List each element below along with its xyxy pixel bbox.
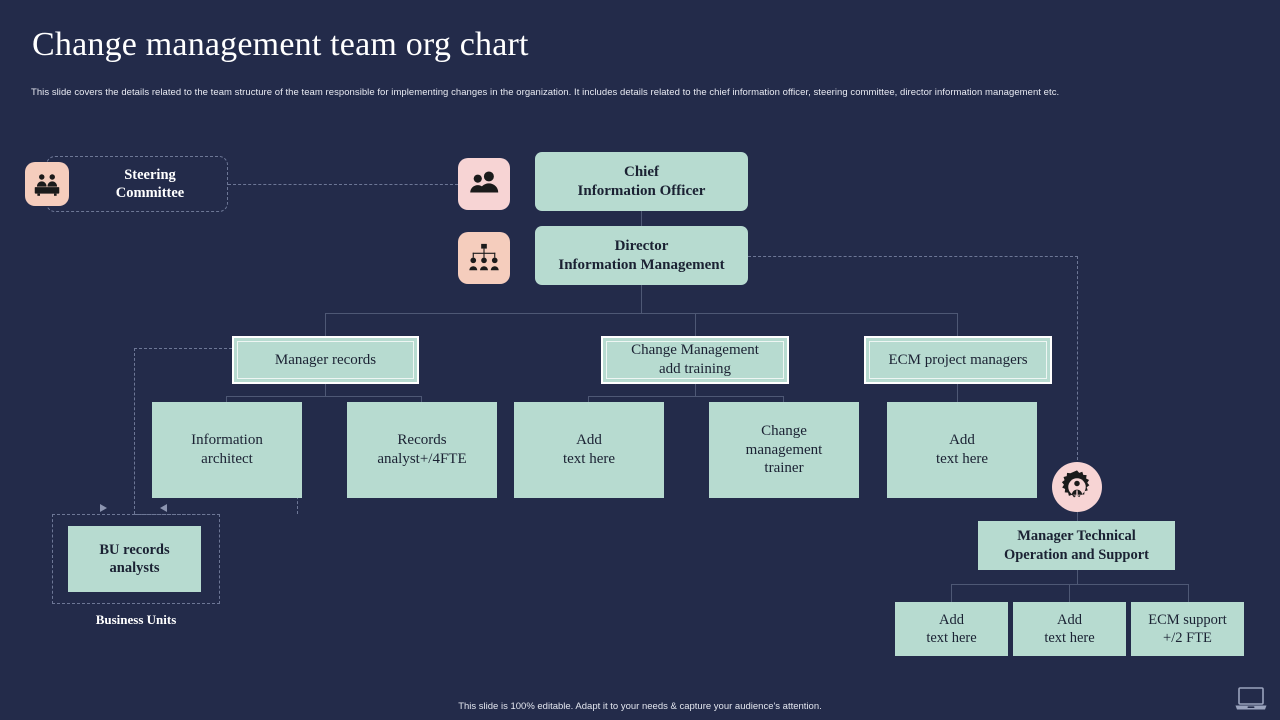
node-director-information-management[interactable]: Director Information Management: [535, 226, 748, 285]
cio-icon-tile: [458, 158, 510, 210]
connector-director-to-tech-dashed: [748, 256, 1078, 257]
node-ecm-project-managers[interactable]: ECM project managers: [864, 336, 1052, 384]
committee-people-icon: [34, 174, 60, 196]
hierarchy-icon: [469, 243, 499, 271]
business-units-dashed-frame: [52, 514, 220, 604]
steering-committee-icon-tile: [25, 162, 69, 206]
node-add-text-here-1[interactable]: Add text here: [514, 402, 664, 498]
arrow-right-icon: [100, 504, 107, 512]
connector-ecm-to-add-text: [957, 384, 958, 402]
node-change-management-add-training[interactable]: Change Management add training: [601, 336, 789, 384]
connector-to-information-architect: [226, 396, 227, 402]
connector-manager-records-bus: [226, 396, 422, 397]
connector-manager-tech-stem: [1077, 570, 1078, 584]
connector-to-ecm-support: [1188, 584, 1189, 602]
connector-change-management-bus: [588, 396, 783, 397]
connector-bu-dashed-top: [134, 348, 232, 349]
connector-manager-records-stem: [325, 384, 326, 396]
node-steering-committee[interactable]: Steering Committee: [115, 166, 185, 201]
laptop-icon-wrapper: [1234, 686, 1268, 717]
node-manager-records[interactable]: Manager records: [232, 336, 419, 384]
business-units-caption: Business Units: [95, 612, 177, 627]
node-support-add-text-2[interactable]: Add text here: [1013, 602, 1126, 656]
connector-change-management-stem: [695, 384, 696, 396]
gear-person-icon: [1061, 470, 1090, 498]
two-people-icon: [470, 171, 499, 193]
connector-director-stem: [641, 283, 642, 313]
footer-note: This slide is 100% editable. Adapt it to…: [458, 701, 822, 712]
page-title: Change management team org chart: [32, 26, 529, 63]
node-add-text-here-2[interactable]: Add text here: [887, 402, 1037, 498]
connector-to-ecm-project-managers: [957, 313, 958, 336]
connector-to-support-1: [951, 584, 952, 602]
connector-manager-bus: [325, 313, 958, 314]
node-support-add-text-1[interactable]: Add text here: [895, 602, 1008, 656]
node-bu-records-analysts[interactable]: BU records analysts: [68, 526, 201, 592]
node-information-architect[interactable]: Information architect: [152, 402, 302, 498]
arrow-left-icon: [160, 504, 167, 512]
connector-to-change-management: [695, 313, 696, 336]
director-icon-tile: [458, 232, 510, 284]
technical-support-icon-circle: [1052, 462, 1102, 512]
node-ecm-support[interactable]: ECM support +/2 FTE: [1131, 602, 1244, 656]
node-change-management-trainer[interactable]: Change management trainer: [709, 402, 859, 498]
connector-to-manager-records: [325, 313, 326, 336]
connector-steering-to-cio: [228, 184, 458, 185]
node-records-analyst[interactable]: Records analyst+/4FTE: [347, 402, 497, 498]
connector-to-cm-trainer: [783, 396, 784, 402]
page-subtitle: This slide covers the details related to…: [31, 87, 1060, 98]
connector-to-add-text-1: [588, 396, 589, 402]
connector-to-records-analyst: [421, 396, 422, 402]
node-manager-technical-operation-support[interactable]: Manager Technical Operation and Support: [978, 521, 1175, 570]
connector-to-support-2: [1069, 584, 1070, 602]
connector-gear-to-manager-tech: [1077, 511, 1078, 521]
connector-tech-dashed-down: [1077, 256, 1078, 465]
laptop-icon: [1235, 687, 1267, 710]
node-chief-information-officer[interactable]: Chief Information Officer: [535, 152, 748, 211]
connector-cio-to-director: [641, 209, 642, 229]
connector-bu-dashed-left: [134, 348, 135, 514]
